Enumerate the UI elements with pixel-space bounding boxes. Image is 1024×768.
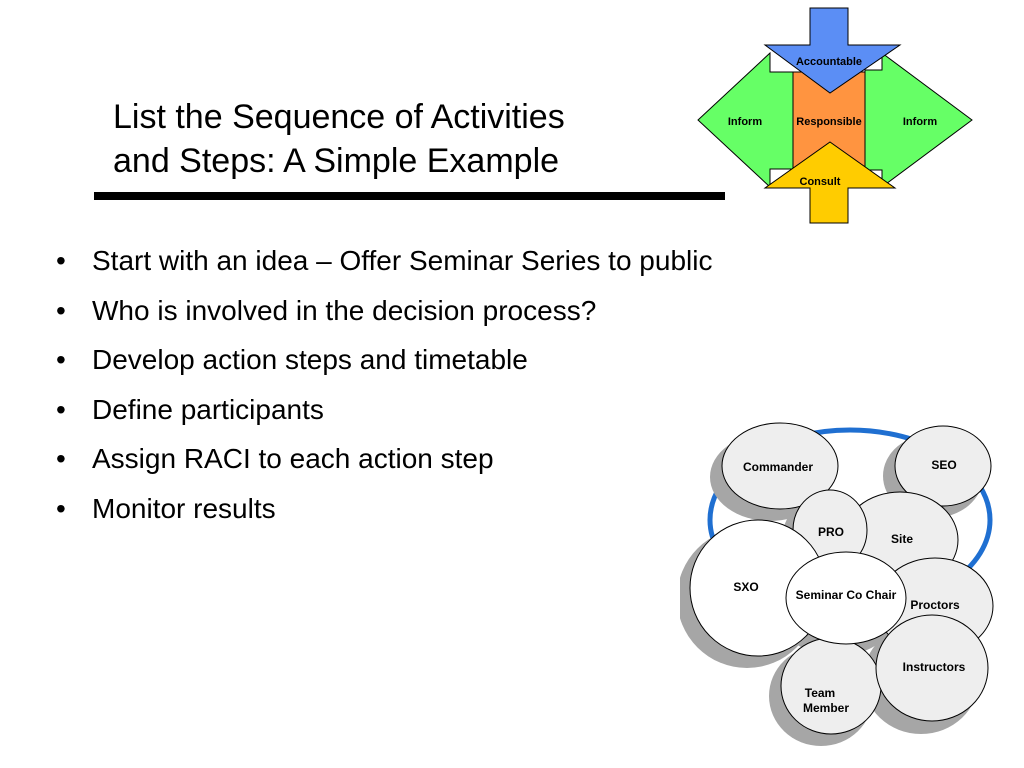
bullet-item: • Who is involved in the decision process… xyxy=(52,286,712,336)
pro-label: PRO xyxy=(818,525,844,539)
inform-right-arrow xyxy=(864,52,973,188)
bullet-text: Develop action steps and timetable xyxy=(92,344,528,375)
seminar-co-chair-label: Seminar Co Chair xyxy=(796,588,897,602)
instructors-label: Instructors xyxy=(903,660,966,674)
bullet-dot: • xyxy=(56,393,66,425)
accountable-label: Accountable xyxy=(796,56,862,68)
site-label: Site xyxy=(891,532,913,546)
bullet-dot: • xyxy=(56,294,66,326)
proctors-label: Proctors xyxy=(910,598,960,612)
bullet-text: Define participants xyxy=(92,393,324,425)
bullet-text: Start with an idea – Offer Seminar Serie… xyxy=(92,245,713,276)
responsible-label: Responsible xyxy=(796,116,861,128)
consult-bottom-arrow xyxy=(763,141,897,224)
inform-left-arrow xyxy=(697,51,794,189)
commander-circle xyxy=(721,422,839,510)
instructors-circle xyxy=(875,614,989,722)
bullet-item: • Define participants xyxy=(52,385,712,435)
inform-right-label: Inform xyxy=(903,116,937,128)
slide-title: List the Sequence of Activities and Step… xyxy=(113,95,673,183)
consult-label: Consult xyxy=(800,176,841,188)
bullet-text: Assign RACI to each action step xyxy=(92,443,494,474)
bullet-item: • Assign RACI to each action step xyxy=(52,434,712,484)
bullet-item: • Start with an idea – Offer Seminar Seri… xyxy=(52,236,712,286)
bullet-dot: • xyxy=(56,344,66,375)
seo-label: SEO xyxy=(931,458,956,472)
member-label: Member xyxy=(803,701,849,715)
sxo-label: SXO xyxy=(733,580,758,594)
bullet-text: Monitor results xyxy=(92,492,276,524)
raci-diagram: Accountable Inform Responsible Inform Co… xyxy=(697,7,973,224)
bullet-list: • Start with an idea – Offer Seminar Seri… xyxy=(52,236,712,533)
seo-circle xyxy=(894,425,992,507)
bullet-item: • Monitor results xyxy=(52,484,712,534)
bullet-item: • Develop action steps and timetable xyxy=(52,335,712,385)
bullet-dot: • xyxy=(56,245,66,276)
roles-diagram: Commander SEO PRO Site SXO Seminar Co Ch… xyxy=(680,422,994,746)
team-label: Team xyxy=(805,686,835,700)
commander-label: Commander xyxy=(743,460,813,474)
seminar-co-chair-circle xyxy=(785,551,907,645)
title-line-1: List the Sequence of Activities xyxy=(113,98,565,136)
title-line-2: and Steps: A Simple Example xyxy=(113,142,560,180)
inform-left-label: Inform xyxy=(728,116,762,128)
title-underline xyxy=(94,192,725,200)
bullet-dot: • xyxy=(56,492,66,524)
accountable-top-arrow xyxy=(763,7,902,94)
bullet-text: Who is involved in the decision process? xyxy=(92,294,597,326)
bullet-dot: • xyxy=(56,443,66,474)
